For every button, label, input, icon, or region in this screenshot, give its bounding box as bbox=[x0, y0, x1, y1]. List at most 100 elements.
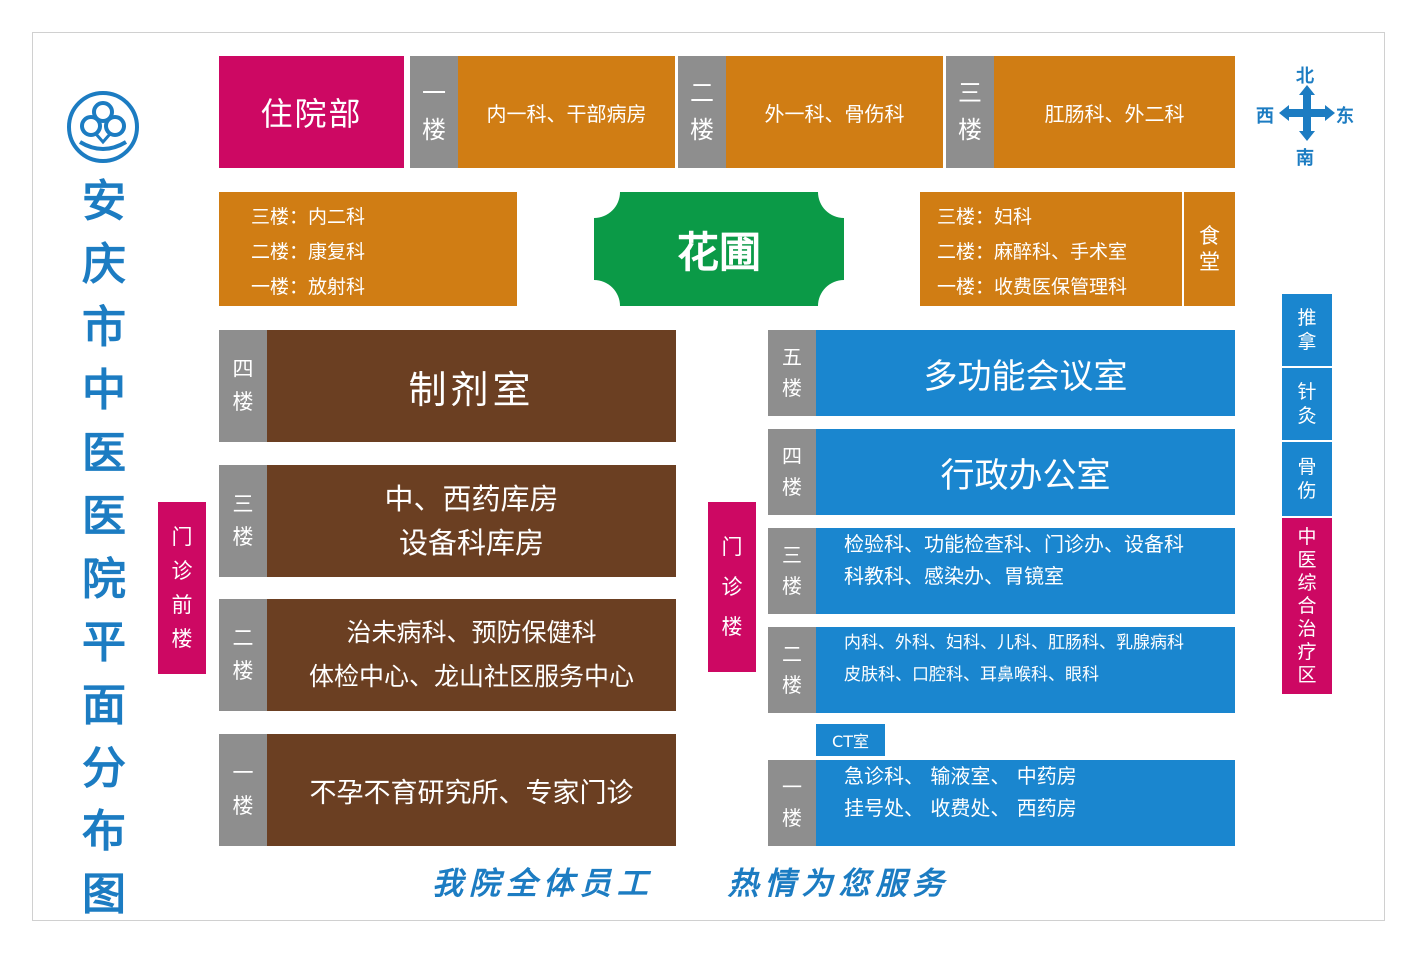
floor-char: 二 bbox=[782, 642, 802, 666]
floor-char: 楼 bbox=[958, 116, 982, 144]
ct-room-label: CT室 bbox=[832, 732, 869, 751]
front-floor-1: 不孕不育研究所、专家门诊 bbox=[267, 734, 676, 846]
slogan-part2: 热情为您服务 bbox=[727, 866, 950, 902]
ct-room: CT室 bbox=[816, 724, 885, 756]
page-title: 安 庆 市 中 医 医 院 平 面 分 布 图 bbox=[76, 170, 132, 926]
tcm-orthopedics: 骨 伤 bbox=[1282, 442, 1332, 516]
zone-char: 拿 bbox=[1297, 331, 1317, 353]
floor-char: 楼 bbox=[232, 525, 254, 549]
compass-north: 北 bbox=[1296, 66, 1314, 87]
floor-char: 楼 bbox=[232, 659, 254, 683]
left-mid-building: 三楼：内二科 二楼：康复科 一楼：放射科 bbox=[219, 192, 517, 306]
inpatient-floor-2: 二 楼 bbox=[678, 56, 726, 168]
dept-text: 内一科、干部病房 bbox=[486, 101, 647, 126]
front-floor-1-label: 一 楼 bbox=[219, 734, 267, 846]
room-text: 行政办公室 bbox=[940, 455, 1111, 496]
op-floor-4-label: 四 楼 bbox=[768, 429, 816, 515]
room-text: 体检中心、龙山社区服务中心 bbox=[308, 662, 634, 691]
zone-char: 骨 bbox=[1297, 456, 1317, 478]
floor-char: 楼 bbox=[782, 673, 802, 697]
title-char: 分 bbox=[82, 743, 126, 794]
inpatient-building: 住院部 bbox=[219, 56, 404, 168]
op-floor-2: 内科、外科、妇科、儿科、肛肠科、乳腺病科 皮肤科、口腔科、耳鼻喉科、眼科 bbox=[816, 627, 1235, 713]
room-text: 不孕不育研究所、专家门诊 bbox=[309, 777, 634, 809]
floor-char: 楼 bbox=[782, 475, 802, 499]
inpatient-depts-3: 肛肠科、外二科 bbox=[994, 56, 1235, 168]
zone-char: 中 bbox=[1297, 525, 1317, 548]
floor-char: 三 bbox=[782, 543, 802, 567]
compass-east: 东 bbox=[1336, 106, 1354, 127]
zone-char: 综 bbox=[1297, 571, 1317, 594]
slogan-part1: 我院全体员工 bbox=[432, 866, 654, 902]
op-floor-5: 多功能会议室 bbox=[816, 330, 1235, 416]
zone-char: 推 bbox=[1297, 307, 1317, 329]
compass-west: 西 bbox=[1256, 106, 1274, 127]
floor-char: 四 bbox=[782, 444, 802, 468]
map-frame bbox=[32, 32, 1385, 921]
label-char: 楼 bbox=[721, 615, 743, 639]
title-char: 中 bbox=[82, 365, 126, 416]
hospital-logo-icon bbox=[66, 90, 140, 164]
slogan: 我院全体员工 热情为您服务 bbox=[432, 858, 1032, 902]
label-char: 楼 bbox=[171, 627, 193, 651]
zone-char: 伤 bbox=[1297, 480, 1317, 502]
floor-char: 楼 bbox=[690, 116, 714, 144]
title-char: 布 bbox=[82, 806, 126, 857]
title-char: 庆 bbox=[82, 239, 126, 290]
op-floor-2-label: 二 楼 bbox=[768, 627, 816, 713]
op-floor-4: 行政办公室 bbox=[816, 429, 1235, 515]
title-char: 安 bbox=[82, 176, 126, 227]
compass-south: 南 bbox=[1296, 148, 1314, 169]
room-text: 检验科、功能检查科、门诊办、设备科 bbox=[844, 532, 1184, 556]
front-floor-4-label: 四 楼 bbox=[219, 330, 267, 442]
garden-shape bbox=[594, 192, 844, 306]
floor-dept-line: 一楼：收费医保管理科 bbox=[937, 276, 1128, 298]
canteen-char: 食 bbox=[1199, 224, 1220, 248]
floor-dept-line: 三楼：内二科 bbox=[251, 206, 366, 228]
floor-dept-line: 三楼：妇科 bbox=[937, 206, 1033, 228]
tcm-center: 中 医 综 合 治 疗 区 bbox=[1282, 518, 1332, 694]
floor-char: 楼 bbox=[782, 376, 802, 400]
zone-char: 疗 bbox=[1297, 640, 1317, 663]
floor-char: 三 bbox=[958, 78, 982, 107]
front-floor-3-label: 三 楼 bbox=[219, 465, 267, 577]
label-char: 门 bbox=[721, 535, 743, 559]
compass: 北 西 东 南 bbox=[1252, 58, 1362, 169]
floor-dept-line: 一楼：放射科 bbox=[251, 276, 366, 298]
floor-char: 楼 bbox=[232, 794, 254, 818]
label-char: 诊 bbox=[721, 575, 743, 599]
compass-cross-icon bbox=[1279, 85, 1335, 141]
inpatient-label: 住院部 bbox=[260, 95, 363, 133]
title-char: 平 bbox=[82, 617, 126, 668]
floor-char: 一 bbox=[232, 761, 254, 786]
floor-char: 楼 bbox=[232, 390, 254, 414]
label-char: 诊 bbox=[171, 559, 193, 583]
floor-char: 楼 bbox=[422, 116, 446, 144]
floor-char: 二 bbox=[690, 78, 714, 107]
room-text: 急诊科、 输液室、 中药房 bbox=[844, 764, 1077, 788]
zone-char: 灸 bbox=[1297, 405, 1317, 427]
right-mid-building: 三楼：妇科 二楼：麻醉科、手术室 一楼：收费医保管理科 bbox=[920, 192, 1182, 306]
op-floor-1-label: 一 楼 bbox=[768, 760, 816, 846]
floor-char: 楼 bbox=[782, 806, 802, 830]
room-text: 挂号处、 收费处、 西药房 bbox=[844, 796, 1077, 820]
room-text: 设备科库房 bbox=[398, 526, 544, 560]
op-floor-3: 检验科、功能检查科、门诊办、设备科 科教科、感染办、胃镜室 bbox=[816, 528, 1235, 614]
zone-char: 针 bbox=[1297, 381, 1317, 403]
front-floor-2-label: 二 楼 bbox=[219, 599, 267, 711]
garden-label: 花圃 bbox=[676, 227, 761, 277]
room-text: 内科、外科、妇科、儿科、肛肠科、乳腺病科 bbox=[844, 633, 1184, 653]
room-text: 科教科、感染办、胃镜室 bbox=[844, 564, 1064, 588]
floor-char: 三 bbox=[232, 492, 254, 517]
title-char: 图 bbox=[82, 869, 126, 920]
title-char: 面 bbox=[82, 680, 126, 731]
zone-char: 区 bbox=[1297, 663, 1317, 686]
room-text: 治未病科、预防保健科 bbox=[346, 618, 597, 647]
tcm-tuina: 推 拿 bbox=[1282, 294, 1332, 366]
room-text: 多功能会议室 bbox=[923, 356, 1128, 397]
dept-text: 外一科、骨伤科 bbox=[764, 101, 905, 126]
inpatient-floor-3: 三 楼 bbox=[946, 56, 994, 168]
floor-char: 四 bbox=[232, 357, 254, 382]
title-char: 医 bbox=[82, 491, 126, 542]
canteen-char: 堂 bbox=[1199, 250, 1220, 274]
